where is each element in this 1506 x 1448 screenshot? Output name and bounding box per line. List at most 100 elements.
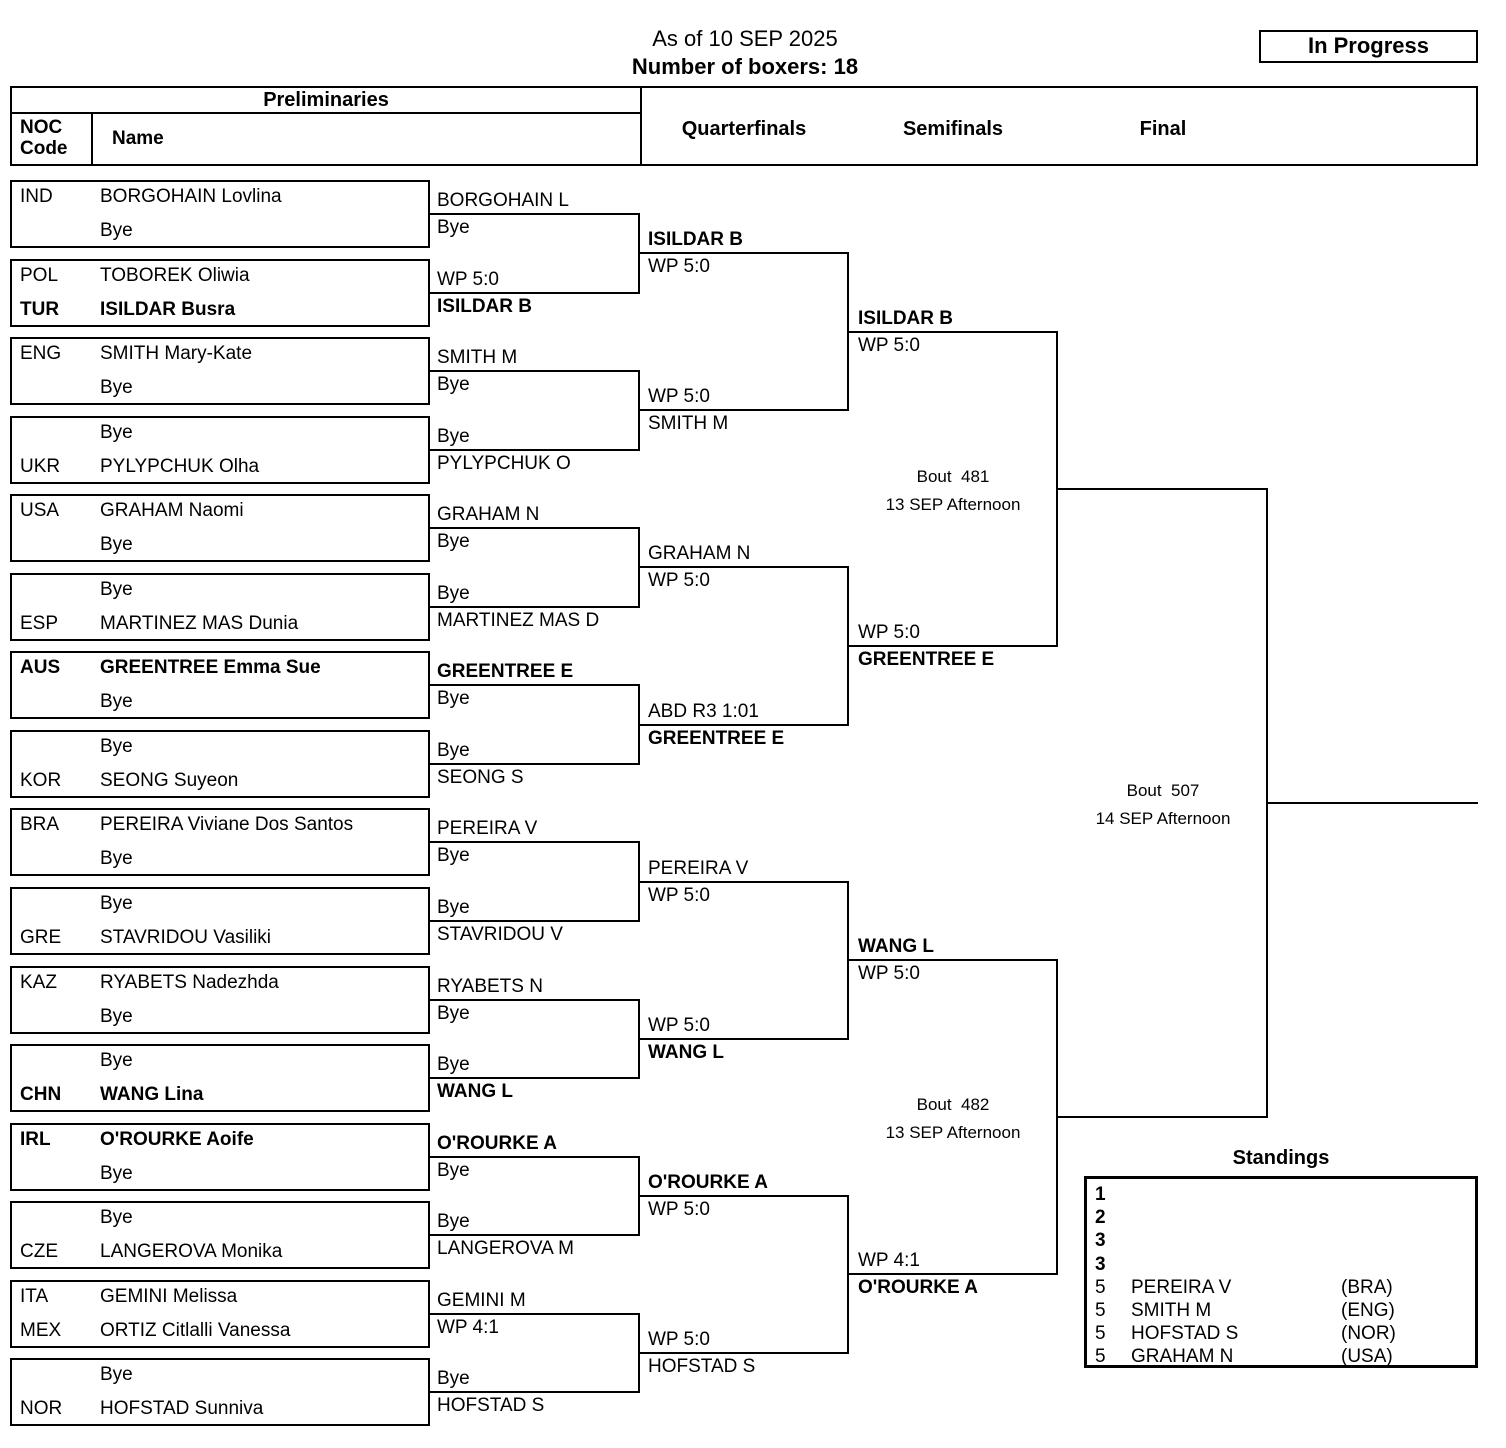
prelim-boxer-name: Bye bbox=[100, 1006, 133, 1027]
qf-entry-label: ABD R3 1:01 bbox=[648, 701, 759, 722]
prelim-noc-code: MEX bbox=[20, 1320, 62, 1341]
sf-entry-label: WP 5:0 bbox=[858, 622, 920, 643]
r16-entry-label: BORGOHAIN L bbox=[437, 190, 569, 211]
qf-line bbox=[640, 252, 849, 254]
r16-line bbox=[430, 449, 640, 451]
prelim-noc-code: ITA bbox=[20, 1286, 49, 1307]
qf-connector bbox=[847, 881, 849, 1040]
prelim-boxer-name: Bye bbox=[100, 736, 133, 757]
qf-result-label: HOFSTAD S bbox=[648, 1356, 756, 1377]
prelim-boxer-name: MARTINEZ MAS Dunia bbox=[100, 613, 299, 634]
r16-result-label: WANG L bbox=[437, 1081, 513, 1102]
prelim-bout-box bbox=[10, 966, 430, 1034]
r16-connector bbox=[638, 1156, 640, 1236]
r16-line bbox=[430, 527, 640, 529]
prelim-noc-code: IND bbox=[20, 186, 53, 207]
preliminaries-header-cell: Preliminaries bbox=[12, 88, 642, 114]
final-line bbox=[1058, 1116, 1268, 1118]
sf-line bbox=[849, 645, 1058, 647]
sf-line bbox=[849, 959, 1058, 961]
standings-rank: 5 bbox=[1095, 1300, 1106, 1321]
r16-entry-label: GREENTREE E bbox=[437, 661, 574, 682]
prelim-bout-box bbox=[10, 808, 430, 876]
prelim-bout-box bbox=[10, 730, 430, 798]
standings-noc: (ENG) bbox=[1341, 1300, 1395, 1321]
standings-title: Standings bbox=[1232, 1147, 1330, 1169]
r16-result-label: WP 4:1 bbox=[437, 1317, 499, 1338]
prelim-bout-box bbox=[10, 887, 430, 955]
prelim-noc-code: BRA bbox=[20, 814, 60, 835]
standings-noc: (USA) bbox=[1341, 1346, 1393, 1367]
prelim-noc-code: KOR bbox=[20, 770, 62, 791]
r16-entry-label: Bye bbox=[437, 583, 470, 604]
standings-noc: (NOR) bbox=[1341, 1323, 1396, 1344]
standings-name: GRAHAM N bbox=[1131, 1346, 1234, 1367]
sf-entry-label: WANG L bbox=[858, 936, 934, 957]
r16-result-label: Bye bbox=[437, 1160, 470, 1181]
r16-result-label: Bye bbox=[437, 374, 470, 395]
r16-connector bbox=[638, 213, 640, 294]
bracket-header-table: Preliminaries NOC Code Name Quarterfinal… bbox=[10, 86, 1478, 166]
qf-entry-label: WP 5:0 bbox=[648, 1329, 710, 1350]
prelim-boxer-name: GREENTREE Emma Sue bbox=[100, 657, 321, 678]
prelim-bout-box bbox=[10, 1123, 430, 1191]
r16-connector bbox=[638, 370, 640, 451]
boxer-count: Number of boxers: 18 bbox=[631, 54, 859, 79]
r16-connector bbox=[638, 684, 640, 765]
standings-rank: 5 bbox=[1095, 1346, 1106, 1367]
qf-result-label: GREENTREE E bbox=[648, 728, 785, 749]
prelim-boxer-name: Bye bbox=[100, 1163, 133, 1184]
r16-line bbox=[430, 1077, 640, 1079]
prelim-boxer-name: SEONG Suyeon bbox=[100, 770, 239, 791]
qf-result-label: WP 5:0 bbox=[648, 885, 710, 906]
r16-line bbox=[430, 684, 640, 686]
r16-line bbox=[430, 1391, 640, 1393]
final-connector bbox=[1266, 488, 1268, 1118]
prelim-bout-box bbox=[10, 180, 430, 248]
prelim-boxer-name: GEMINI Melissa bbox=[100, 1286, 238, 1307]
prelim-noc-code: POL bbox=[20, 265, 59, 286]
sf-result-label: WP 5:0 bbox=[858, 963, 920, 984]
r16-result-label: SEONG S bbox=[437, 767, 524, 788]
preliminaries-header-label: Preliminaries bbox=[263, 89, 389, 111]
prelim-boxer-name: Bye bbox=[100, 422, 133, 443]
prelim-noc-code: AUS bbox=[20, 657, 61, 678]
round-header-quarterfinals: Quarterfinals bbox=[681, 118, 807, 140]
qf-line bbox=[640, 881, 849, 883]
sf-result-label: WP 5:0 bbox=[858, 335, 920, 356]
r16-line bbox=[430, 920, 640, 922]
sf-connector bbox=[1056, 331, 1058, 647]
r16-result-label: ISILDAR B bbox=[437, 296, 532, 317]
final-line bbox=[1058, 488, 1268, 490]
r16-entry-label: GEMINI M bbox=[437, 1290, 526, 1311]
r16-result-label: Bye bbox=[437, 688, 470, 709]
prelim-bout-box bbox=[10, 494, 430, 562]
prelim-bout-box bbox=[10, 1044, 430, 1112]
prelim-bout-box bbox=[10, 1358, 430, 1426]
standings-row: 3 bbox=[1087, 1253, 1475, 1276]
r16-result-label: LANGEROVA M bbox=[437, 1238, 574, 1259]
prelim-boxer-name: LANGEROVA Monika bbox=[100, 1241, 283, 1262]
prelim-boxer-name: Bye bbox=[100, 534, 133, 555]
status-badge: In Progress bbox=[1259, 30, 1478, 63]
qf-entry-label: ISILDAR B bbox=[648, 229, 743, 250]
qf-line bbox=[640, 724, 849, 726]
prelim-bout-box bbox=[10, 259, 430, 327]
bout-number: Bout 481 bbox=[916, 467, 990, 486]
prelim-noc-code: KAZ bbox=[20, 972, 57, 993]
r16-entry-label: RYABETS N bbox=[437, 976, 543, 997]
prelim-boxer-name: STAVRIDOU Vasiliki bbox=[100, 927, 272, 948]
qf-entry-label: WP 5:0 bbox=[648, 386, 710, 407]
prelim-noc-code: TUR bbox=[20, 299, 60, 320]
r16-line bbox=[430, 370, 640, 372]
r16-entry-label: Bye bbox=[437, 897, 470, 918]
sf-line bbox=[849, 1273, 1058, 1275]
r16-connector bbox=[638, 527, 640, 608]
qf-result-label: WANG L bbox=[648, 1042, 724, 1063]
sf-line bbox=[849, 331, 1058, 333]
qf-line bbox=[640, 409, 849, 411]
